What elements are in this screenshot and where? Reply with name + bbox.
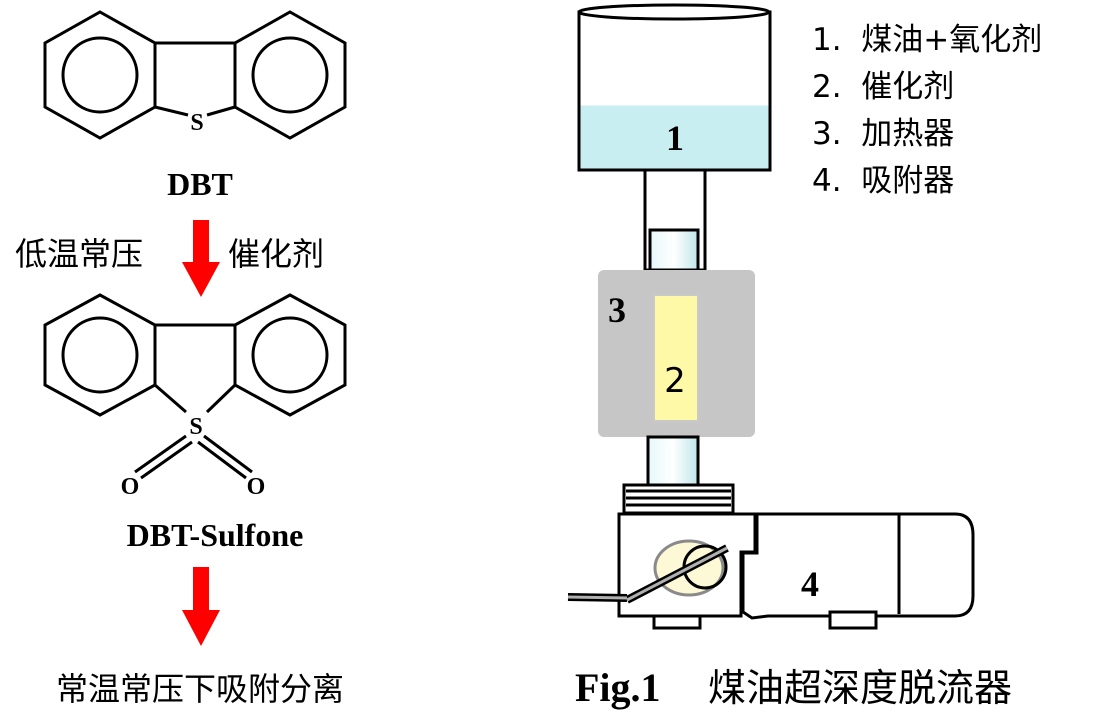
figure-number: Fig.1	[575, 665, 661, 710]
legend-item: 3. 加热器	[812, 116, 954, 152]
sulfur-atom: S	[189, 414, 202, 440]
label-4: 4	[801, 564, 819, 604]
dbt-sulfone-label: DBT-Sulfone	[127, 517, 304, 553]
dbt-sulfone-structure	[43, 293, 347, 480]
red-arrow-icon	[182, 220, 220, 297]
apparatus	[567, 3, 975, 630]
catalyst-text: 催化剂	[228, 235, 324, 273]
sulfur-atom: S	[190, 110, 203, 136]
label-2: 2	[664, 361, 686, 401]
separation-text: 常温常压下吸附分离	[56, 670, 344, 708]
dbt-structure	[43, 10, 347, 140]
legend-item: 1. 煤油+氧化剂	[812, 22, 1042, 58]
oxygen-atom: O	[121, 474, 140, 500]
condition-text: 低温常压	[15, 235, 143, 273]
legend-item: 4. 吸附器	[812, 163, 954, 199]
oxygen-atom: O	[247, 474, 266, 500]
dbt-label: DBT	[167, 166, 233, 202]
legend: 1. 煤油+氧化剂 2. 催化剂 3. 加热器 4. 吸附器	[812, 22, 1042, 199]
label-1: 1	[666, 118, 684, 158]
red-arrow-icon	[182, 567, 220, 646]
figure-caption: 煤油超深度脱流器	[708, 666, 1012, 710]
legend-item: 2. 催化剂	[812, 69, 954, 105]
label-3: 3	[608, 290, 626, 330]
